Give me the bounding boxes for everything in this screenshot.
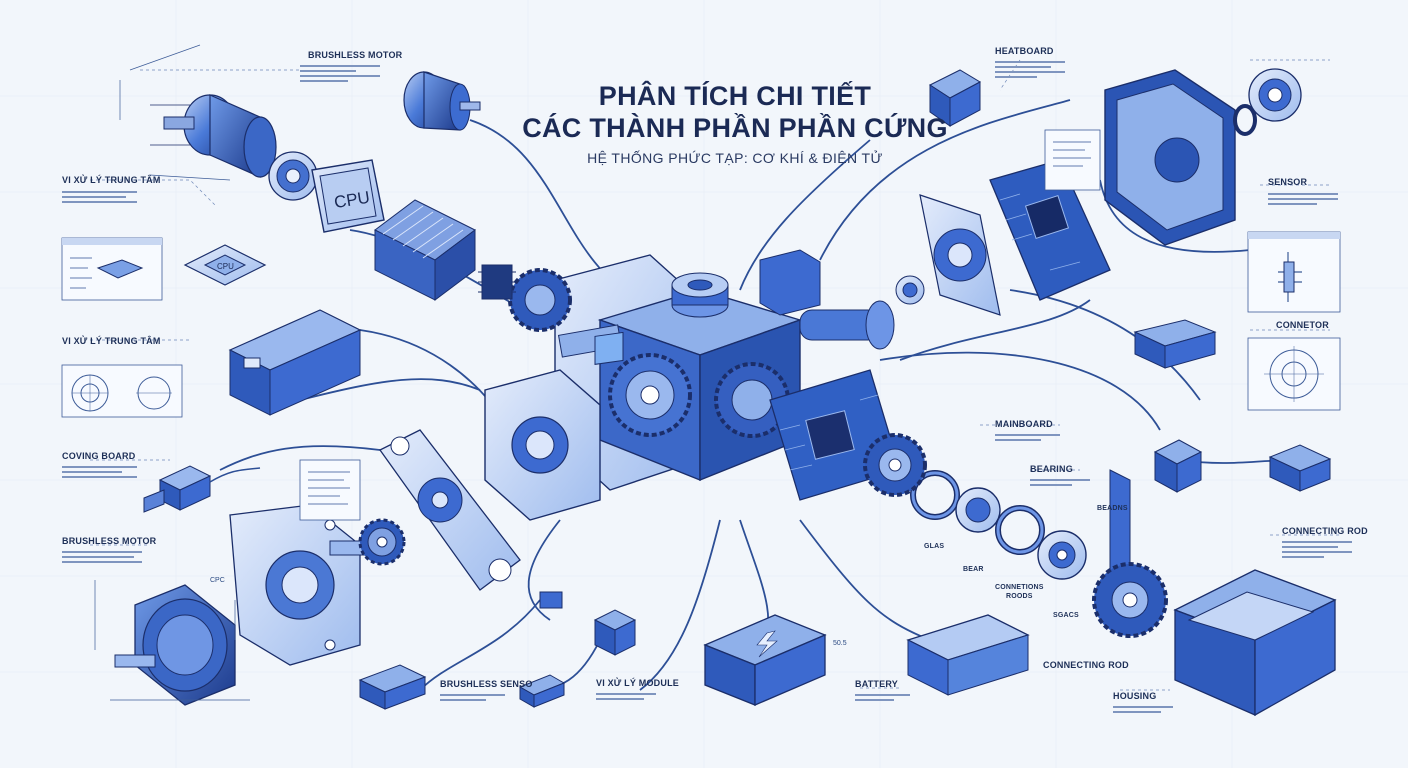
title-block: PHÂN TÍCH CHI TIẾT CÁC THÀNH PHẦN PHẦN C… — [500, 80, 970, 166]
label-sgacs: SGACS — [1053, 612, 1079, 619]
bearing-icon — [1248, 68, 1302, 122]
vi-xu-ly-module-small — [593, 609, 637, 656]
text-lines — [62, 463, 137, 481]
label-brushless-motor-left: BRUSHLESS MOTOR — [62, 536, 157, 546]
label-bear: BEAR — [963, 566, 984, 573]
page-title-line1: PHÂN TÍCH CHI TIẾT — [598, 81, 872, 111]
motor-icon — [114, 584, 236, 706]
battery-block-2 — [906, 614, 1030, 696]
label-brushless-senso: BRUSHLESS SENSO — [440, 679, 533, 689]
cpu-small-text: CPU — [217, 262, 234, 271]
label-connetor: CONNETOR — [1276, 320, 1329, 330]
connector-block-right — [1133, 319, 1217, 369]
label-coving-board: COVING BOARD — [62, 451, 136, 461]
brushless-sensor-module — [358, 664, 427, 710]
vi-xu-ly-module-block — [228, 309, 362, 416]
cpu-chip-small: CPU — [183, 244, 267, 286]
label-housing: HOUSING — [1113, 691, 1157, 701]
label-connetions-roods: CONNETIONS ROODS — [995, 584, 1044, 600]
page-title-line2: CÁC THÀNH PHẦN PHẦN CỨNG — [522, 113, 948, 143]
text-lines — [596, 690, 656, 703]
text-lines — [1268, 190, 1338, 208]
motor-plate-right — [919, 194, 1001, 316]
mainboard-upper — [989, 159, 1111, 301]
label-connecting-rod-bottom: CONNECTING ROD — [1043, 660, 1129, 670]
label-cpc: CPC — [210, 577, 225, 584]
bearings-row — [910, 470, 1087, 580]
text-lines — [995, 431, 1060, 444]
housing-top-right — [1104, 69, 1236, 246]
text-lines — [440, 691, 505, 704]
dimension-box-1 — [61, 364, 183, 418]
connecting-arm-left — [379, 429, 521, 591]
label-battery: BATTERY — [855, 679, 898, 689]
label-glas: GLAS — [924, 543, 945, 550]
brushless-motor-top — [403, 71, 481, 131]
spec-sheet-center-left — [299, 459, 361, 521]
label-vi-xu-ly-module: VI XỬ LÝ MODULE — [596, 678, 679, 688]
battery-bolt-icon — [703, 614, 827, 706]
sensor-detail-box — [1247, 231, 1341, 313]
text-lines — [1113, 703, 1173, 716]
connector-detail-box — [1247, 337, 1341, 411]
cpu-chip-icon: CPU — [311, 159, 385, 233]
label-vi-xu-ly-1: VI XỬ LÝ TRUNG TÂM — [62, 175, 161, 185]
label-brushless-motor-top: BRUSHLESS MOTOR — [308, 50, 403, 60]
housing-bottom-right — [1173, 569, 1337, 717]
text-lines — [300, 62, 380, 85]
text-lines — [62, 548, 142, 566]
sensor-plug-far-right — [1268, 444, 1332, 492]
heatsink — [374, 199, 476, 301]
page-subtitle: HỆ THỐNG PHỨC TẠP: CƠ KHÍ & ĐIỆN TỬ — [587, 150, 883, 166]
text-lines — [995, 58, 1065, 81]
mounting-frame-left — [229, 504, 401, 666]
label-connecting-rod-right: CONNECTING ROD — [1282, 526, 1368, 536]
usb-plug-icon — [143, 465, 261, 513]
connecting-rod-gear — [1092, 469, 1168, 638]
text-lines — [855, 691, 910, 704]
text-lines — [1030, 476, 1090, 489]
gear-icon — [358, 518, 406, 566]
sensor-plug-right — [1153, 439, 1203, 493]
label-mainboard: MAINBOARD — [995, 419, 1053, 429]
label-heatboard: HEATBOARD — [995, 46, 1054, 56]
label-sensor: SENSOR — [1268, 177, 1308, 187]
label-bearing: BEARING — [1030, 464, 1073, 474]
washer — [1233, 104, 1257, 136]
detail-box-cpu — [61, 237, 163, 301]
central-assembly — [478, 249, 901, 521]
spec-sheet-center-right — [1044, 129, 1101, 191]
dim-50-5: 50.5 — [833, 640, 847, 647]
gear-mainboard — [863, 433, 927, 497]
heatboard-block — [928, 69, 982, 127]
text-lines — [62, 188, 137, 206]
label-vi-xu-ly-2: VI XỬ LÝ TRUNG TÂM — [62, 336, 161, 346]
text-lines — [1282, 538, 1352, 561]
bearing-small-right — [895, 275, 925, 305]
label-beadns: BEADNS — [1097, 505, 1128, 512]
small-connector-mid — [539, 591, 563, 609]
brushless-motor-top-left — [150, 94, 277, 178]
bearing-disc-top — [268, 151, 318, 201]
usb-plug-bottom — [518, 674, 566, 708]
